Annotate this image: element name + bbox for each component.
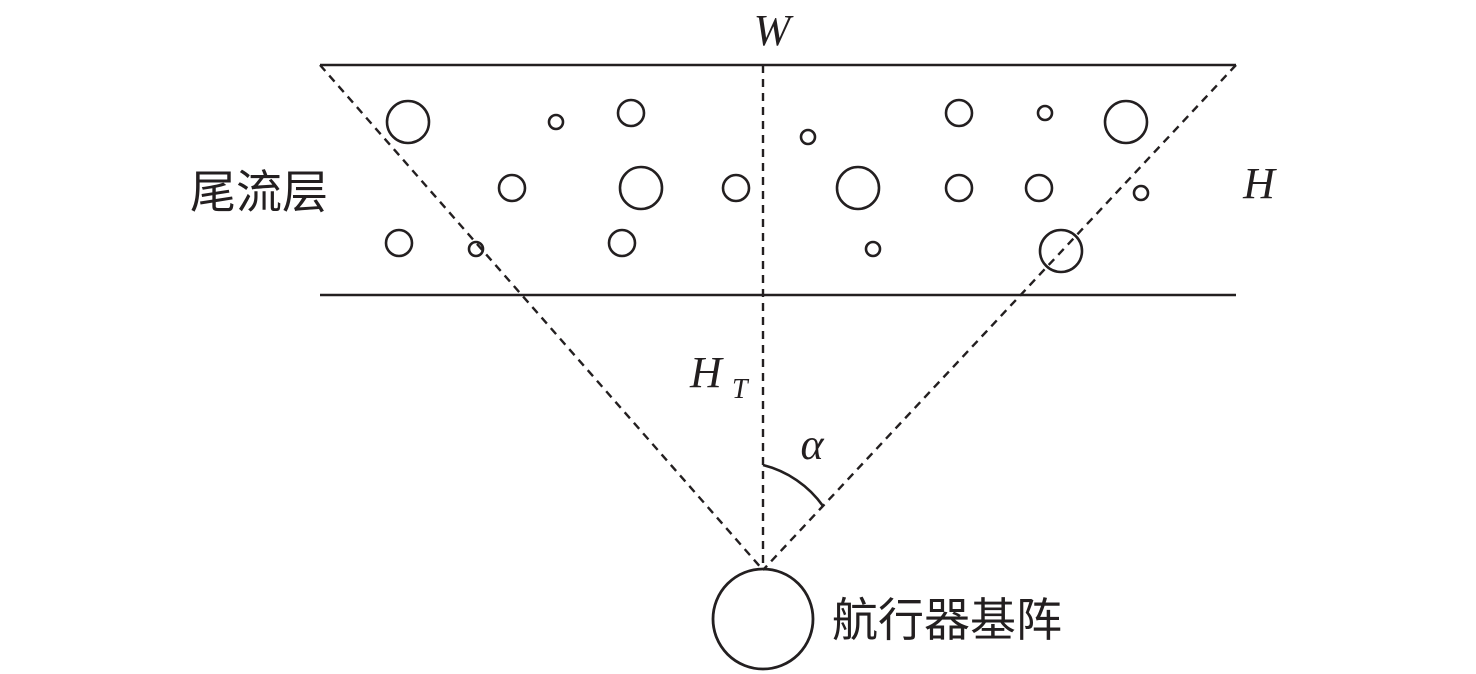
wake-bubble <box>547 113 565 131</box>
width-label: W <box>754 6 794 55</box>
vehicle-array-circle <box>711 567 815 671</box>
angle-label: α <box>800 420 824 469</box>
wake-bubble <box>1036 104 1054 122</box>
angle-arc <box>762 463 825 507</box>
beam-right-edge <box>762 64 1237 571</box>
wake-bubble <box>607 228 637 258</box>
beam-left-edge <box>319 64 764 571</box>
wake-bubble <box>1038 228 1084 274</box>
wake-bubble <box>1024 173 1054 203</box>
wake-bubble <box>616 98 646 128</box>
wake-bubble <box>864 240 882 258</box>
wake-bubble <box>467 240 485 258</box>
wake-bubble <box>618 165 664 211</box>
wake-bubble <box>799 128 817 146</box>
depth-label-subscript: T <box>732 374 750 405</box>
wake-bubble <box>944 173 974 203</box>
wake-bubble <box>1103 99 1149 145</box>
vehicle-array-label: 航行器基阵 <box>832 593 1062 647</box>
wake-layer-label: 尾流层 <box>190 165 328 219</box>
wake-bubble <box>497 173 527 203</box>
wake-bubble <box>384 228 414 258</box>
wake-bubbles <box>384 98 1150 274</box>
wake-bubble <box>835 165 881 211</box>
depth-label: H T <box>689 348 750 405</box>
wake-thickness-label: H <box>1242 159 1277 208</box>
wake-bubble <box>1132 184 1150 202</box>
wake-bubble <box>944 98 974 128</box>
depth-label-main: H <box>689 348 724 397</box>
wake-bubble <box>721 173 751 203</box>
wake-bubble <box>385 99 431 145</box>
